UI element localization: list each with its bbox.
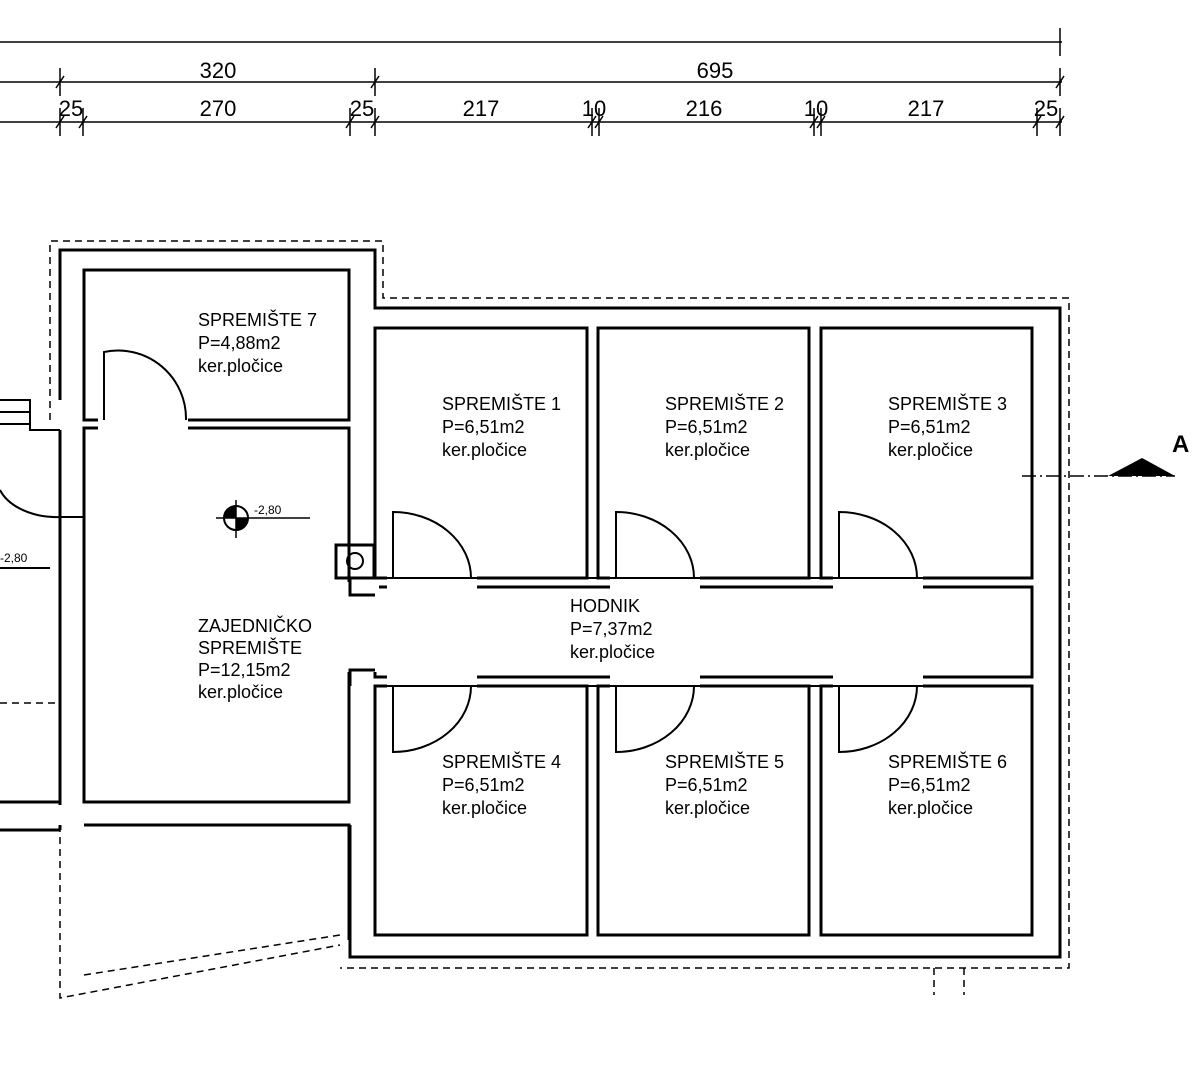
room-area: P=4,88m2 <box>198 333 281 353</box>
dim-217: 217 <box>463 96 500 121</box>
room-hodnik <box>373 585 1034 679</box>
dim-10: 10 <box>804 96 828 121</box>
dim-695: 695 <box>697 58 734 83</box>
room-name: ZAJEDNIČKO <box>198 615 312 636</box>
room-label: SPREMIŠTE 6 P=6,51m2 ker.pločice <box>888 751 1007 818</box>
room-floor: ker.pločice <box>888 798 973 818</box>
dimension-tick <box>1055 108 1065 136</box>
dimension-tick <box>78 108 88 136</box>
door-spremiste-3 <box>838 510 918 579</box>
door-spremiste-7 <box>103 349 188 421</box>
level-mark-left: -2,80 <box>0 551 28 565</box>
dim-320: 320 <box>200 58 237 83</box>
room-floor: ker.pločice <box>665 798 750 818</box>
room-name: SPREMIŠTE 4 <box>442 751 561 772</box>
room-area: P=6,51m2 <box>888 417 971 437</box>
dimension-tick <box>816 108 826 136</box>
section-marker-a <box>1022 458 1175 477</box>
room-floor: ker.pločice <box>665 440 750 460</box>
room-area: P=6,51m2 <box>442 417 525 437</box>
room-area: P=6,51m2 <box>442 775 525 795</box>
wall-bottom-left <box>0 800 351 940</box>
dimension-tick <box>587 108 597 136</box>
room-label: SPREMIŠTE 5 P=6,51m2 ker.pločice <box>665 751 784 818</box>
room-area: P=6,51m2 <box>665 417 748 437</box>
dimension-tick <box>55 68 65 96</box>
room-label: SPREMIŠTE 4 P=6,51m2 ker.pločice <box>442 751 561 818</box>
dimension-tick <box>1032 108 1042 136</box>
outer-wall <box>58 248 1062 959</box>
room-name: SPREMIŠTE 1 <box>442 393 561 414</box>
room-name: SPREMIŠTE 7 <box>198 309 317 330</box>
room-floor: ker.pločice <box>442 440 527 460</box>
room-name: SPREMIŠTE 3 <box>888 393 1007 414</box>
room-name: HODNIK <box>570 596 640 616</box>
foundation-marks <box>933 968 965 995</box>
room-floor: ker.pločice <box>198 682 283 702</box>
room-label: SPREMIŠTE 1 P=6,51m2 ker.pločice <box>442 393 561 460</box>
dimension-tick <box>370 108 380 136</box>
dimension-tick <box>370 68 380 96</box>
door-spremiste-6 <box>838 685 918 754</box>
dim-25: 25 <box>59 96 83 121</box>
label-zajednicko: ZAJEDNIČKO SPREMIŠTE P=12,15m2 ker.ploči… <box>198 615 312 702</box>
room-label: SPREMIŠTE 2 P=6,51m2 ker.pločice <box>665 393 784 460</box>
dimension-tick <box>809 108 819 136</box>
door-spremiste-5 <box>615 685 695 754</box>
dim-25: 25 <box>1034 96 1058 121</box>
chimney-icon <box>334 543 376 686</box>
terrace-outline <box>59 825 341 999</box>
dim-25: 25 <box>350 96 374 121</box>
room-label: SPREMIŠTE 3 P=6,51m2 ker.pločice <box>888 393 1007 460</box>
section-label: A <box>1172 431 1189 458</box>
dimension-tick <box>345 108 355 136</box>
room-name: SPREMIŠTE 5 <box>665 751 784 772</box>
room-label: SPREMIŠTE 7 P=4,88m2 ker.pločice <box>198 309 317 376</box>
room-floor: ker.pločice <box>442 798 527 818</box>
dimension-tick <box>594 108 604 136</box>
room-name: SPREMIŠTE 2 <box>665 393 784 414</box>
room-area: P=12,15m2 <box>198 660 291 680</box>
room-area: P=6,51m2 <box>888 775 971 795</box>
room-label: HODNIK P=7,37m2 ker.pločice <box>570 596 655 662</box>
room-area: P=7,37m2 <box>570 619 653 639</box>
room-floor: ker.pločice <box>888 440 973 460</box>
level-mark: -2,80 <box>254 503 282 517</box>
dimension-tick <box>1055 68 1065 96</box>
door-spremiste-1 <box>392 510 472 579</box>
room-name: SPREMIŠTE 6 <box>888 751 1007 772</box>
doors <box>103 349 1032 754</box>
room-spremiste-7 <box>82 268 351 422</box>
level-marker-icon <box>216 500 310 538</box>
room-floor: ker.pločice <box>570 642 655 662</box>
stair-fragment <box>0 399 84 704</box>
dimension-tick <box>55 108 65 136</box>
dim-270: 270 <box>200 96 237 121</box>
dim-217: 217 <box>908 96 945 121</box>
insulation-outline <box>49 240 1070 969</box>
dim-216: 216 <box>686 96 723 121</box>
room-zajednicko-spremiste <box>82 426 351 804</box>
door-spremiste-2 <box>615 510 695 579</box>
room-floor: ker.pločice <box>198 356 283 376</box>
room-name: SPREMIŠTE <box>198 637 302 658</box>
dim-10: 10 <box>582 96 606 121</box>
dimension-lines <box>0 28 1065 136</box>
room-area: P=6,51m2 <box>665 775 748 795</box>
door-spremiste-4 <box>392 685 472 754</box>
